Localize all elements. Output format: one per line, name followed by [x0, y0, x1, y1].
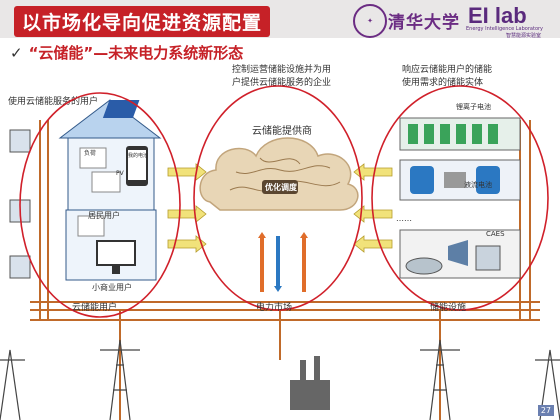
residential-label: 居民用户 — [88, 211, 120, 220]
market-label: 电力市场 — [256, 303, 293, 313]
tsinghua-seal-icon: ✦ — [353, 4, 387, 38]
transmission-tower-icon — [0, 339, 560, 420]
provider-label: 云储能提供商 — [252, 126, 312, 137]
tsinghua-logo-text: 清华大学 — [388, 13, 460, 33]
checkmark-icon: ✓ — [10, 44, 23, 62]
caes-label: CAES — [486, 230, 505, 238]
flow-battery-tanks — [399, 159, 521, 201]
flow-battery-label: 液流电池 — [464, 181, 492, 189]
ellipsis-label: …… — [396, 214, 412, 223]
title-bar: 以市场化导向促进资源配置 ✦ 清华大学 EI lab Energy Intell… — [0, 0, 560, 39]
my-battery-label: 我的电池 — [128, 153, 149, 159]
page-title: 以市场化导向促进资源配置 — [14, 6, 271, 37]
eilab-logo-subtitle-cn: 智慧能源实验室 — [506, 33, 542, 39]
page-number: 27 — [537, 405, 554, 416]
users-note: 使用云储能服务的用户 — [8, 97, 99, 107]
users-label: 云储能用户 — [72, 303, 118, 313]
operator-note-line1: 控制运营储能设施并为用 — [232, 65, 332, 75]
small-business-building — [65, 209, 157, 281]
pv-label: PV — [116, 170, 124, 177]
cloud-icon — [199, 137, 359, 211]
eilab-logo: EI lab — [468, 3, 527, 28]
residential-house — [58, 99, 162, 211]
eilab-logo-subtitle: Energy Intelligence Laboratory — [466, 26, 544, 32]
group-ellipses — [19, 85, 549, 318]
facility-note-line2: 使用需求的储能实体 — [402, 78, 484, 88]
slide-subtitle: ✓“云储能”—未来电力系统新形态 — [10, 44, 244, 62]
small-business-label: 小商业用户 — [92, 283, 132, 292]
li-battery-label: 锂离子电池 — [456, 103, 491, 111]
cloud-storage-diagram — [0, 85, 560, 420]
load-label: 负荷 — [84, 150, 97, 157]
power-plant-icon — [290, 356, 330, 410]
facilities-label: 储能设施 — [430, 303, 467, 313]
li-battery-rack — [399, 117, 521, 151]
facility-note-line1: 响应云储能用户的储能 — [402, 65, 493, 75]
dispatch-label: 优化调度 — [265, 183, 297, 192]
market-arrows — [258, 232, 308, 292]
operator-note-line2: 户提供云储能服务的企业 — [232, 78, 332, 88]
caes-system — [399, 229, 521, 279]
